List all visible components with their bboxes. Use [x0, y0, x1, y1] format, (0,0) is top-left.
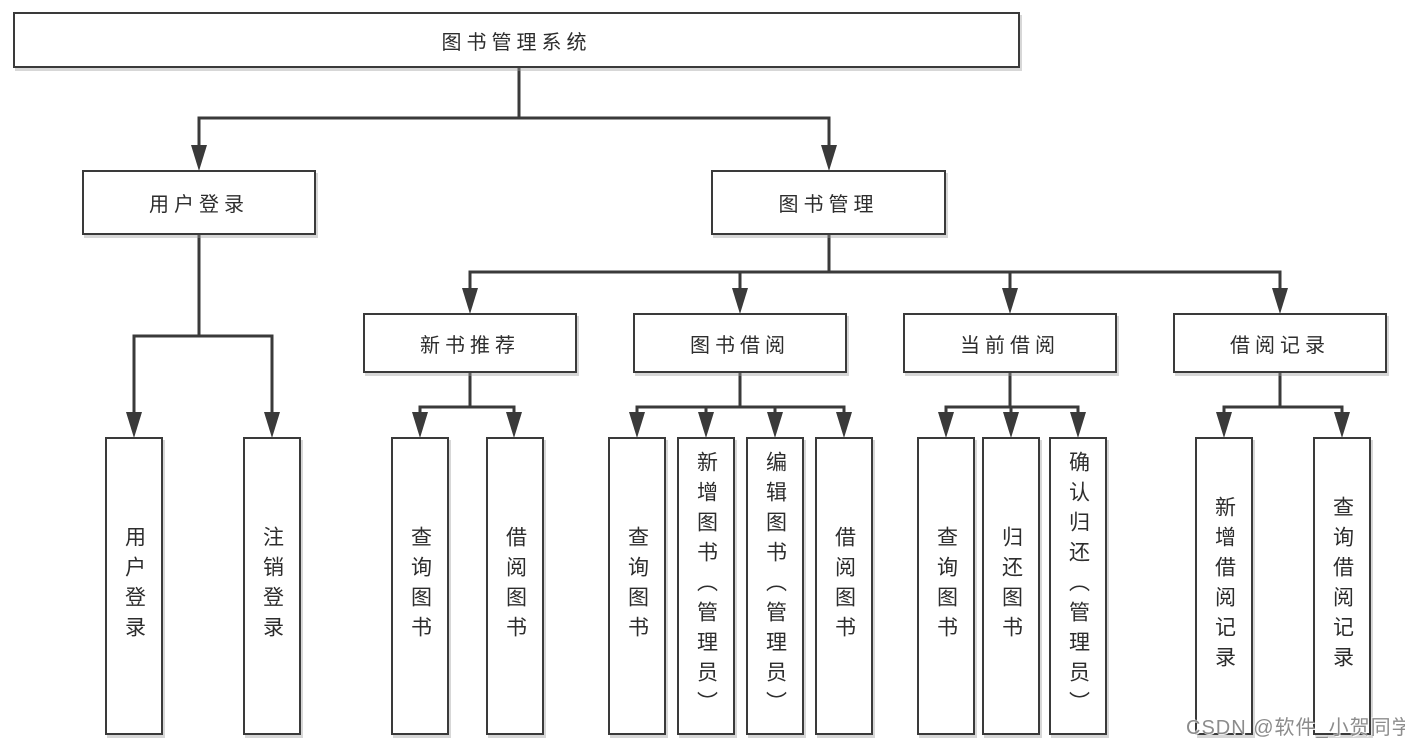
node-user-login-group: 用户登录	[82, 170, 316, 235]
csdn-watermark: CSDN @软件_小贺同学	[1186, 717, 1405, 739]
connector-newbook-leaves	[412, 371, 522, 438]
node-confirm-return-admin: 确认归还（管理员）	[1049, 437, 1107, 735]
node-return-book: 归还图书	[982, 437, 1040, 735]
connector-borrow-leaves	[629, 371, 852, 438]
node-borrow-records: 借阅记录	[1173, 313, 1387, 373]
node-borrow-books: 借阅图书	[815, 437, 873, 735]
node-logout: 注销登录	[243, 437, 301, 735]
node-add-borrow-record: 新增借阅记录	[1195, 437, 1253, 735]
node-edit-book-admin: 编辑图书（管理员）	[746, 437, 804, 735]
node-current-borrowing: 当前借阅	[903, 313, 1117, 373]
connector-current-leaves	[938, 371, 1086, 438]
node-user-login: 用户登录	[105, 437, 163, 735]
node-query-borrow-record: 查询借阅记录	[1313, 437, 1371, 735]
connector-userlogin-leaves	[126, 233, 280, 438]
node-borrow-books-recommend: 借阅图书	[486, 437, 544, 735]
connector-root-to-level2	[191, 66, 837, 171]
node-root: 图书管理系统	[13, 12, 1020, 68]
connector-bookmgmt-to-level3	[462, 233, 1288, 314]
node-new-book-recommend: 新书推荐	[363, 313, 577, 373]
node-book-management: 图书管理	[711, 170, 946, 235]
node-query-books-current: 查询图书	[917, 437, 975, 735]
node-add-book-admin: 新增图书（管理员）	[677, 437, 735, 735]
node-query-books-recommend: 查询图书	[391, 437, 449, 735]
connector-records-leaves	[1216, 371, 1350, 438]
node-query-books-borrow: 查询图书	[608, 437, 666, 735]
node-book-borrowing: 图书借阅	[633, 313, 847, 373]
